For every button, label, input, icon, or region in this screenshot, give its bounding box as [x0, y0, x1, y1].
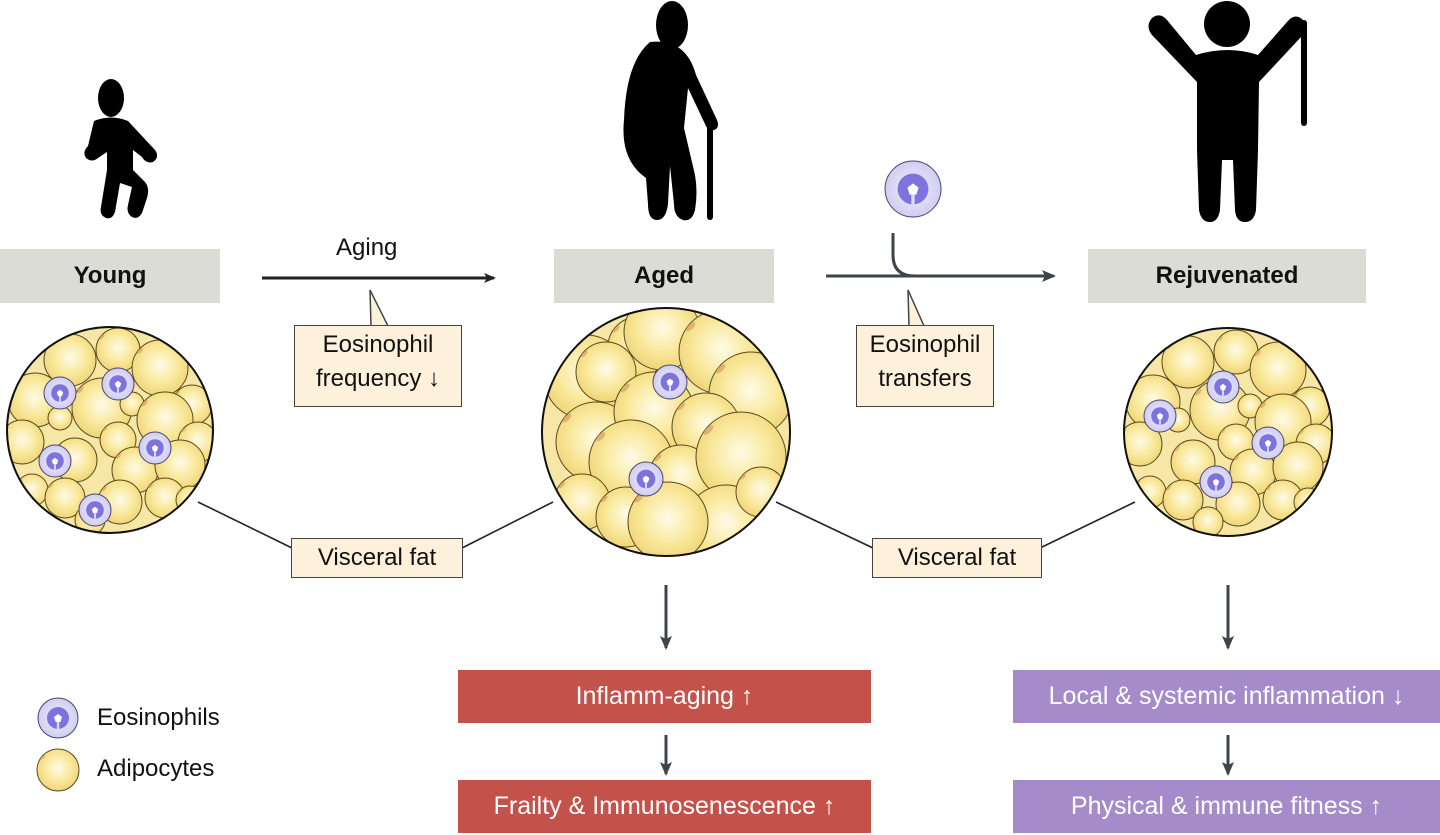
aging-label: Aging [336, 234, 398, 261]
outcome-physical-immune-fitness: Physical & immune fitness ↑ [1013, 780, 1440, 833]
elderly-with-cane-icon [623, 1, 718, 221]
eosinophil-cell [1199, 465, 1233, 499]
rejuvenated-visceral-fat-tissue [1123, 327, 1333, 537]
visceral-fat-label-left: Visceral fat [291, 538, 463, 578]
callout-eosinophil-transfers: Eosinophil transfers [856, 325, 994, 407]
adipocyte-cell [1293, 487, 1323, 517]
adipocyte-cell [36, 748, 80, 792]
eosinophil-cell [78, 493, 112, 527]
adipocyte-cell [1192, 506, 1224, 536]
eosinophil-icon [37, 697, 79, 739]
eosinophil-cell-icon [884, 160, 942, 218]
adipocyte-cell [1162, 479, 1204, 521]
eosinophil-cell [884, 160, 942, 218]
child-figure-icon [84, 79, 158, 219]
callout-line-2: frequency ↓ [315, 365, 441, 392]
eosinophil-cell [628, 461, 664, 497]
adipocyte-cell [1133, 475, 1167, 509]
outcome-inflamm-aging: Inflamm-aging ↑ [458, 670, 871, 723]
adipocyte-cell [43, 333, 97, 387]
adipocyte-cell [15, 473, 49, 507]
eosinophil-cell [138, 431, 172, 465]
visceral-fat-connectors [197, 501, 1136, 549]
callout-line-1: Eosinophil [322, 331, 434, 358]
outcome-frailty-immunosenescence: Frailty & Immunosenescence ↑ [458, 780, 871, 833]
adipocyte-cell [1249, 341, 1307, 399]
callout-eosinophil-frequency: Eosinophil frequency ↓ [294, 325, 462, 407]
adipocyte-cell [575, 341, 637, 403]
visceral-fat-label-right: Visceral fat [872, 538, 1042, 578]
adipocyte-cell [131, 339, 189, 397]
person-arms-raised-icon [1148, 1, 1307, 222]
eosinophil-cell [652, 364, 688, 400]
outcome-local-systemic-inflammation: Local & systemic inflammation ↓ [1013, 670, 1440, 723]
eosinophil-cell [37, 697, 79, 739]
adipocyte-cell [175, 485, 205, 515]
young-visceral-fat-tissue [6, 326, 214, 534]
outcome-arrows [660, 585, 1234, 776]
eosinophil-cell [38, 444, 72, 478]
eosinophil-cell [1206, 370, 1240, 404]
stage-label-rejuvenated: Rejuvenated [1088, 249, 1366, 303]
aged-visceral-fat-tissue [541, 307, 791, 557]
legend-label-eosinophils: Eosinophils [97, 704, 220, 731]
callout-pointer-aging [369, 289, 390, 327]
legend-label-adipocytes: Adipocytes [97, 755, 215, 782]
adipocyte-cell [47, 405, 73, 431]
adipocyte-cell [1161, 335, 1215, 389]
transfer-branch-line [891, 233, 916, 278]
stage-label-aged: Aged [554, 249, 774, 303]
eosinophil-cell [1143, 399, 1177, 433]
adipocyte-icon [36, 748, 80, 792]
eosinophil-cell [101, 367, 135, 401]
eosinophil-cell [1251, 426, 1285, 460]
callout-line-2: transfers [878, 365, 972, 392]
eosinophil-cell [43, 376, 77, 410]
adipocyte-cell [735, 466, 787, 518]
callout-line-1: Eosinophil [869, 331, 981, 358]
stage-label-young: Young [0, 249, 220, 303]
callout-pointer-transfer [907, 289, 926, 327]
